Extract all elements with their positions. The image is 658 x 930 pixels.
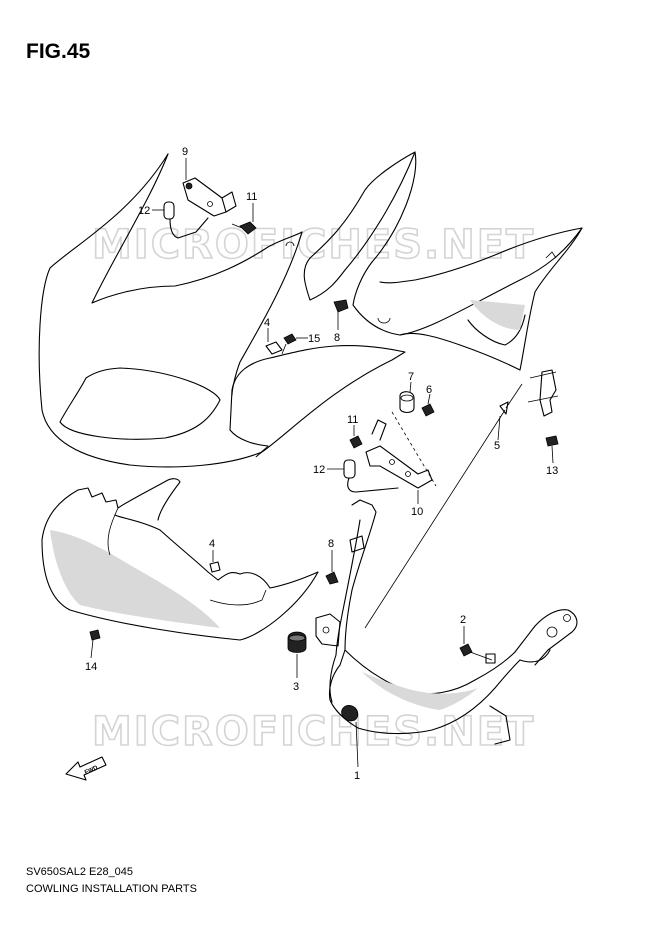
callout-15: 15: [308, 333, 320, 345]
stay-12-lower: [343, 459, 399, 493]
callout-7: 7: [408, 371, 414, 383]
callout-11-upper: 11: [246, 191, 257, 203]
callout-9: 9: [182, 146, 188, 158]
cushion-7: [399, 391, 415, 414]
callout-8-upper: 8: [334, 332, 340, 344]
callout-11-lower: 11: [347, 414, 358, 426]
screw-15: [281, 333, 297, 355]
callout-14: 14: [85, 661, 97, 673]
bracket-5: [499, 369, 559, 417]
callout-6: 6: [426, 384, 432, 396]
guide-line-right: [364, 383, 523, 629]
bolt-6: [421, 403, 435, 417]
figure-title: FIG.45: [26, 40, 91, 63]
cowling-brace: [315, 499, 578, 745]
callout-12-upper: 12: [138, 205, 150, 217]
fwd-label: FWD: [84, 765, 100, 776]
callout-4-lower: 4: [209, 538, 215, 550]
callout-2: 2: [460, 614, 466, 626]
diagram-caption: COWLING INSTALLATION PARTS: [26, 883, 197, 895]
stay-12-upper: [163, 201, 209, 239]
forward-arrow: FWD: [65, 756, 107, 781]
bracket-10: [365, 419, 433, 489]
leader-lines: [90, 158, 554, 768]
nut-4-upper: [265, 341, 283, 355]
callout-8-lower: 8: [328, 538, 334, 550]
screw-11-lower: [349, 435, 363, 449]
callout-5: 5: [494, 440, 500, 452]
upper-cowling: [38, 153, 406, 468]
screw-14: [89, 629, 101, 641]
bolt-2: [459, 643, 496, 664]
inner-cowling-panel: [303, 151, 583, 371]
cushion-3: [287, 631, 307, 653]
footer: SV650SAL2 E28_045 COWLING INSTALLATION P…: [26, 864, 197, 898]
callout-4-upper: 4: [264, 317, 270, 329]
grommet-8-lower: [325, 571, 339, 585]
watermark-lower: MICROFICHES.NET: [92, 709, 535, 755]
lower-cowling: [41, 478, 319, 641]
callout-10: 10: [411, 506, 423, 518]
callout-12-lower: 12: [313, 464, 325, 476]
grommet-8-upper: [333, 299, 349, 313]
diagram-code: SV650SAL2 E28_045: [26, 866, 134, 878]
screw-11-upper: [231, 221, 257, 235]
screw-13: [545, 435, 559, 447]
watermark-upper: MICROFICHES.NET: [92, 222, 535, 268]
nut-4-lower: [209, 561, 221, 573]
callout-13: 13: [546, 465, 558, 477]
callout-3: 3: [293, 681, 299, 693]
guide-line-left: [391, 411, 437, 487]
callout-1: 1: [354, 770, 360, 782]
bracket-9: [182, 177, 237, 217]
